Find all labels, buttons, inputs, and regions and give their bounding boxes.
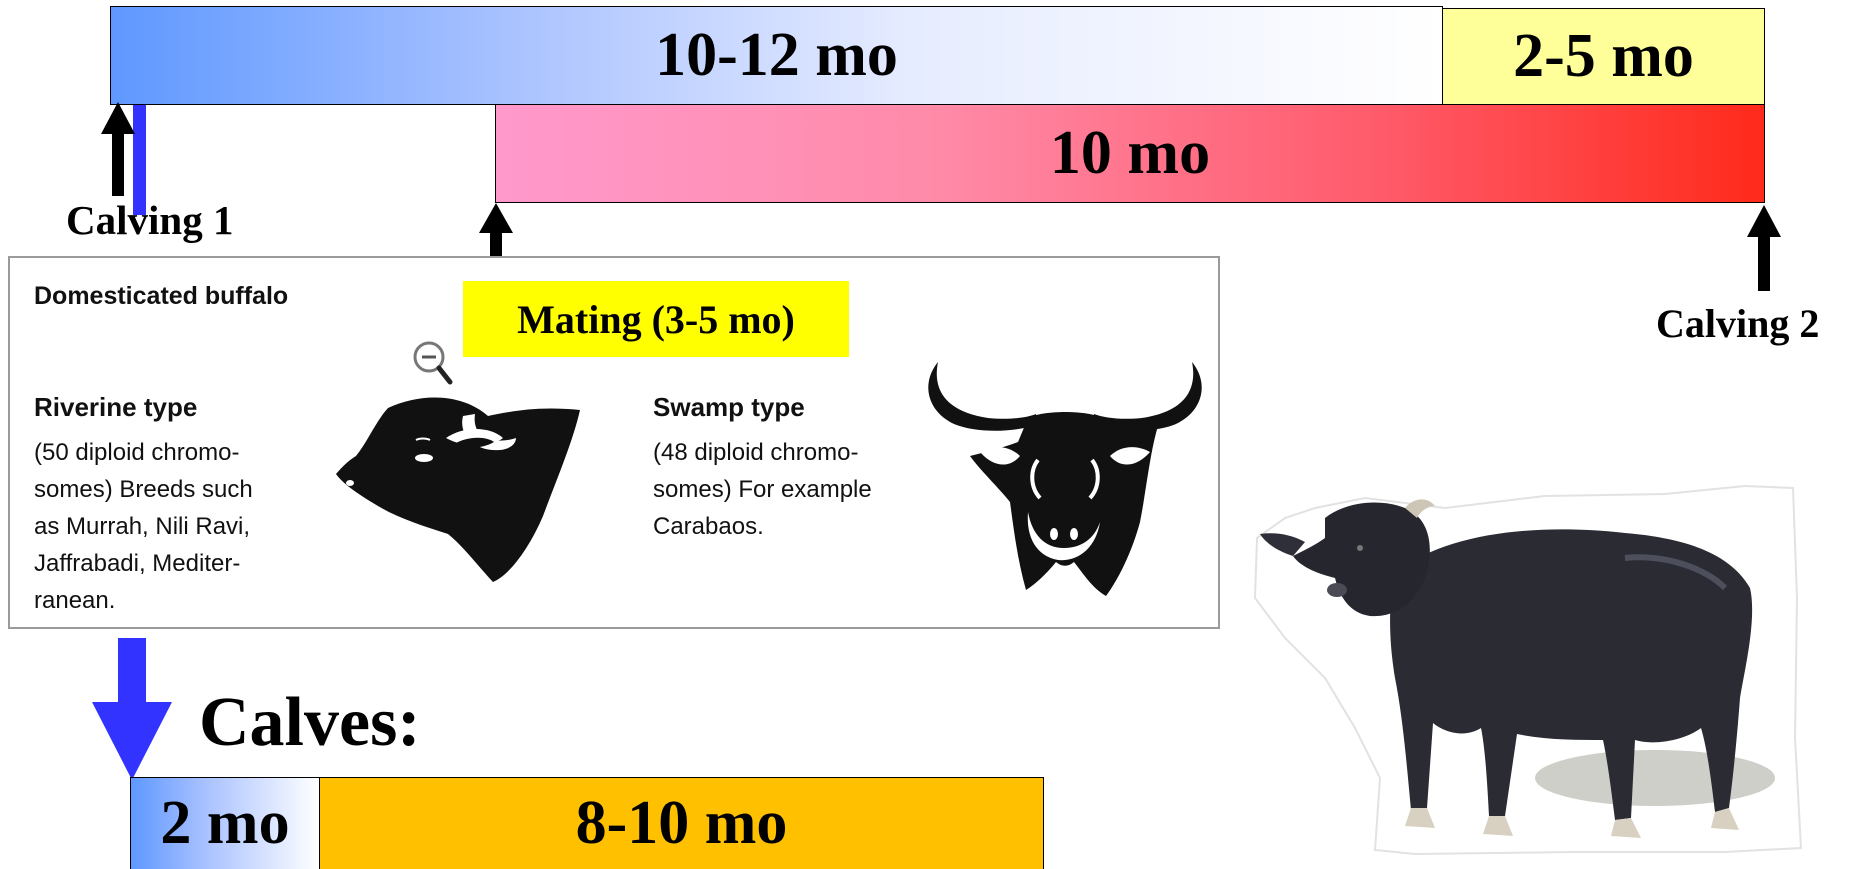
gestation-bar: 10 mo <box>495 104 1765 203</box>
mating-label: Mating (3-5 mo) <box>463 281 849 357</box>
calves-period-1-label: 2 mo <box>160 788 289 859</box>
riverine-heading: Riverine type <box>34 392 197 423</box>
calves-heading: Calves: <box>199 688 421 758</box>
riverine-description: (50 diploid chromo- somes) Breeds such a… <box>34 434 253 619</box>
dry-period-bar: 2-5 mo <box>1442 8 1765 105</box>
swamp-line: somes) For example <box>653 471 872 508</box>
calving-1-arrow-icon <box>98 100 138 200</box>
riverine-line: somes) Breeds such <box>34 471 253 508</box>
calves-period-1-bar: 2 mo <box>130 777 320 869</box>
swamp-line: (48 diploid chromo- <box>653 434 872 471</box>
calving-1-label: Calving 1 <box>66 196 233 244</box>
swamp-buffalo-head-icon <box>918 352 1212 602</box>
calves-down-arrow-icon <box>90 638 174 782</box>
riverine-line: (50 diploid chromo- <box>34 434 253 471</box>
dry-period-label: 2-5 mo <box>1513 21 1694 92</box>
open-period-bar: 10-12 mo <box>110 6 1443 105</box>
swamp-heading: Swamp type <box>653 392 805 423</box>
calves-period-2-bar: 8-10 mo <box>319 777 1044 869</box>
panel-title: Domesticated buffalo <box>34 282 288 311</box>
swamp-line: Carabaos. <box>653 508 872 545</box>
calves-period-2-label: 8-10 mo <box>576 788 788 859</box>
calving-2-arrow-icon <box>1744 203 1784 293</box>
riverine-line: Jaffrabadi, Mediter- <box>34 545 253 582</box>
open-period-label: 10-12 mo <box>655 20 898 91</box>
riverine-line: as Murrah, Nili Ravi, <box>34 508 253 545</box>
swamp-description: (48 diploid chromo- somes) For example C… <box>653 434 872 545</box>
riverine-line: ranean. <box>34 582 253 619</box>
calving-2-label: Calving 2 <box>1656 300 1819 347</box>
riverine-buffalo-head-icon <box>328 386 588 586</box>
gestation-label: 10 mo <box>1050 118 1210 189</box>
water-buffalo-photo <box>1245 478 1805 858</box>
zoom-out-icon[interactable] <box>412 340 456 388</box>
